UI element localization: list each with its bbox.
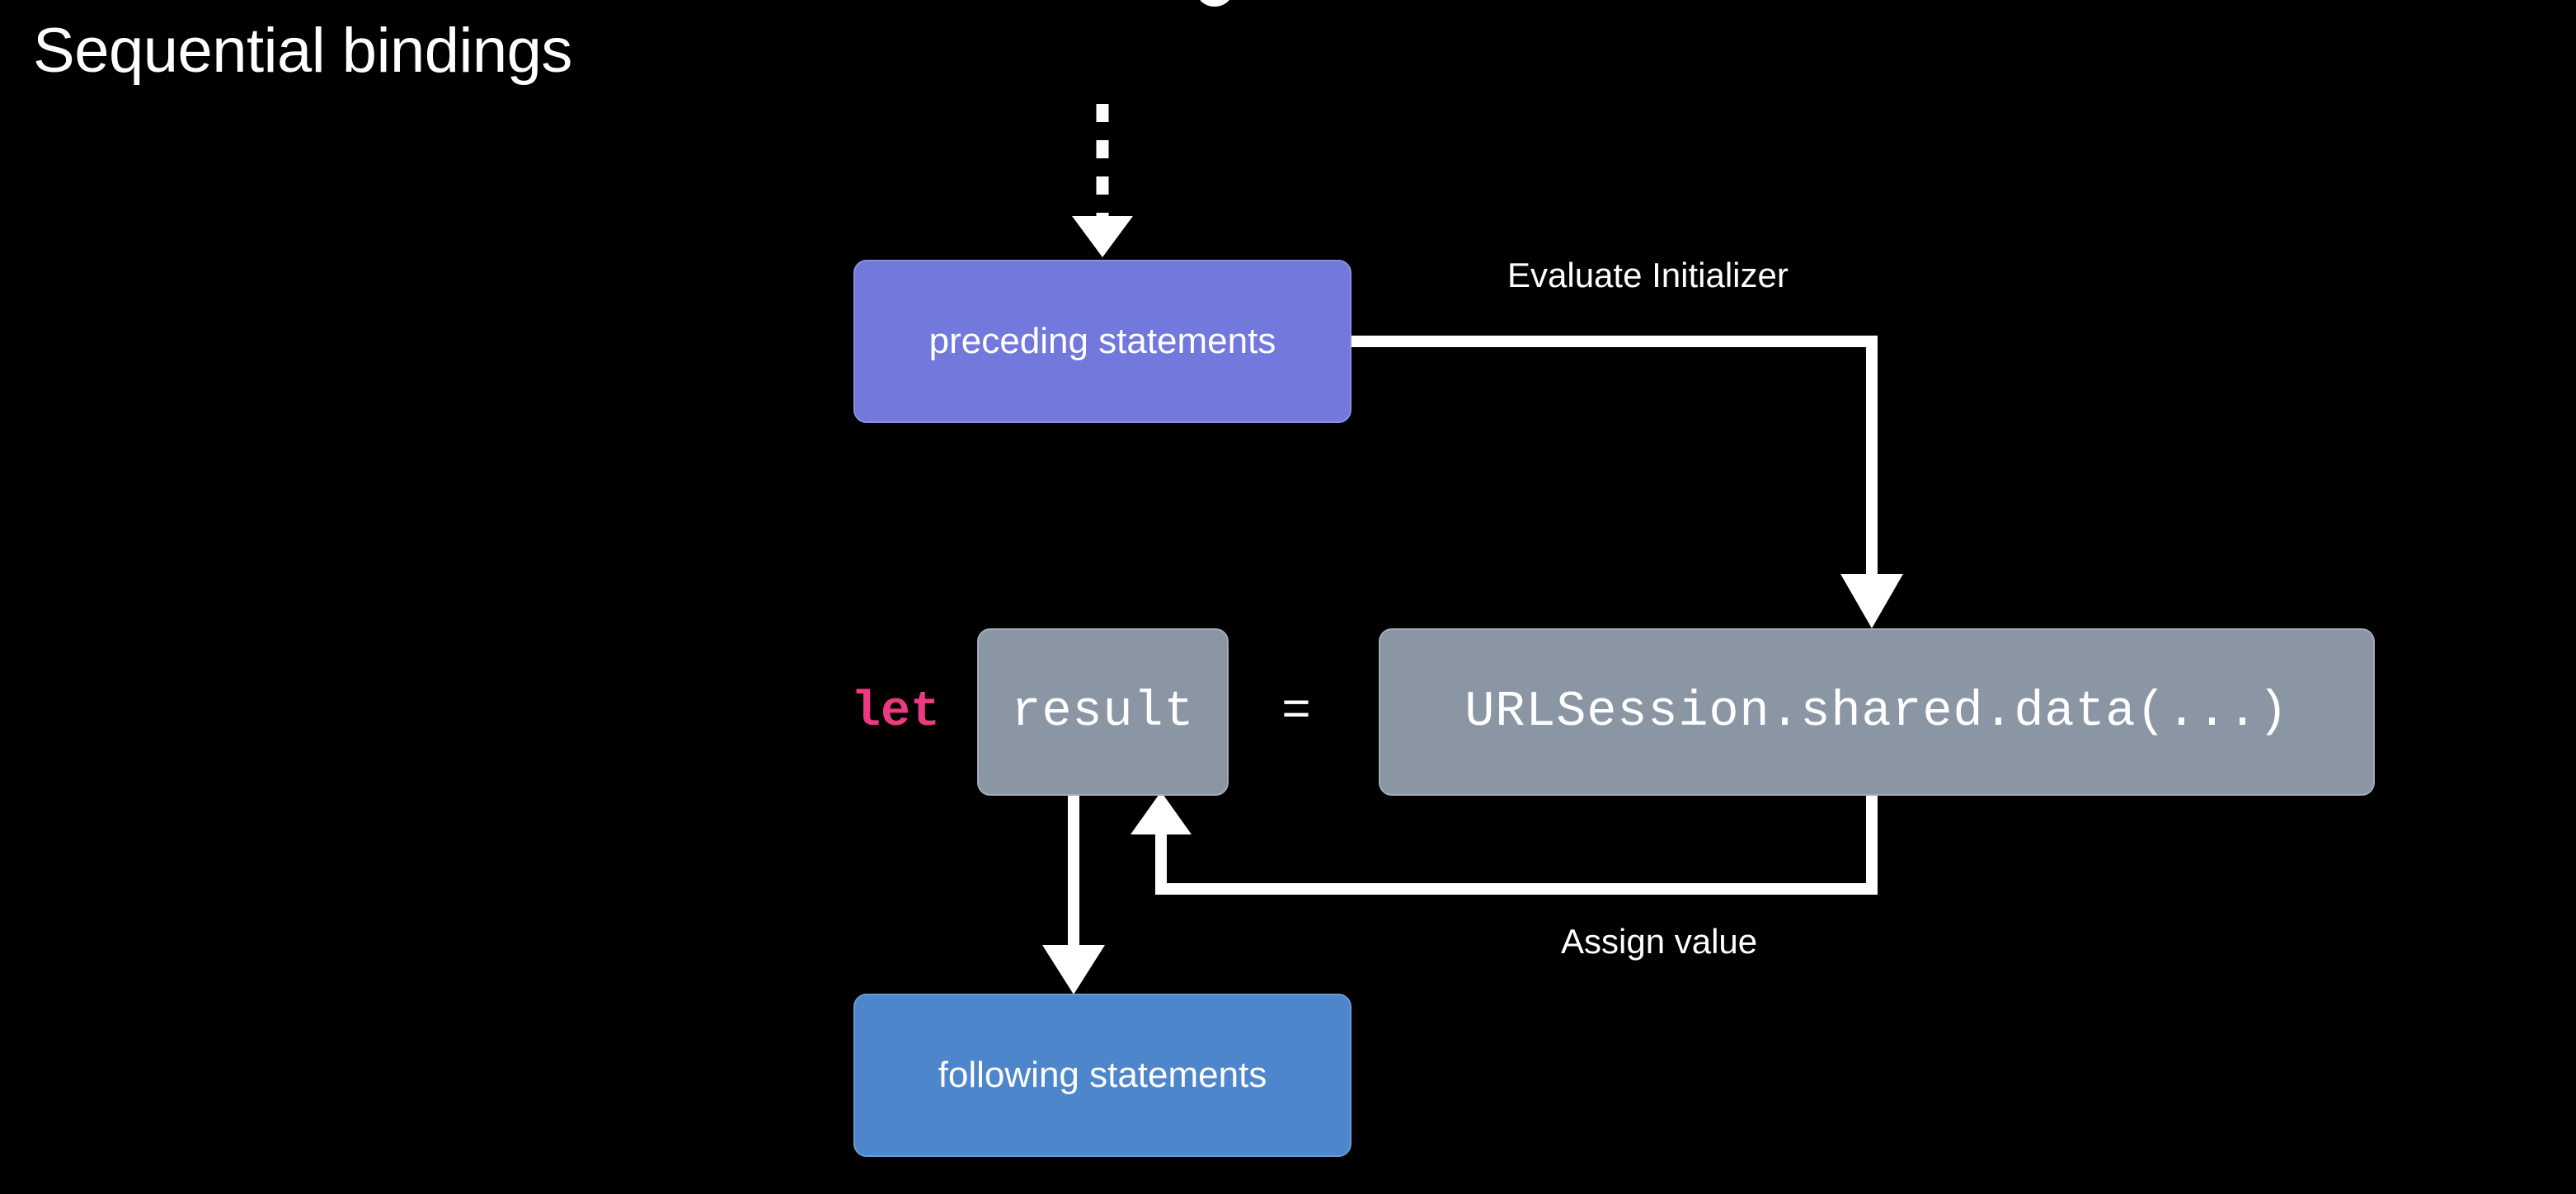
node-preceding-statements[interactable]: preceding statements — [853, 260, 1351, 423]
node-result-variable[interactable]: result — [977, 628, 1229, 796]
edge-evaluate-initializer — [1351, 336, 1903, 628]
node-result-variable-label: result — [1011, 684, 1195, 740]
code-keyword-let: let — [851, 684, 941, 740]
edge-label-assign-value: Assign value — [1561, 922, 1758, 961]
code-assignment-operator: = — [1281, 684, 1312, 740]
node-preceding-statements-label: preceding statements — [928, 321, 1276, 361]
edge-label-evaluate-initializer: Evaluate Initializer — [1507, 256, 1789, 294]
edge-continue — [1042, 796, 1105, 994]
edge-entry-dashed — [1072, 104, 1133, 257]
node-initializer-expression-label: URLSession.shared.data(...) — [1464, 684, 2289, 740]
edge-assign-value — [1131, 792, 1878, 895]
node-following-statements[interactable]: following statements — [853, 994, 1351, 1157]
cutoff-glyph-fragment — [1197, 0, 1232, 7]
node-following-statements-label: following statements — [938, 1055, 1267, 1095]
page-title: Sequential bindings — [33, 16, 572, 86]
node-initializer-expression[interactable]: URLSession.shared.data(...) — [1379, 628, 2375, 796]
